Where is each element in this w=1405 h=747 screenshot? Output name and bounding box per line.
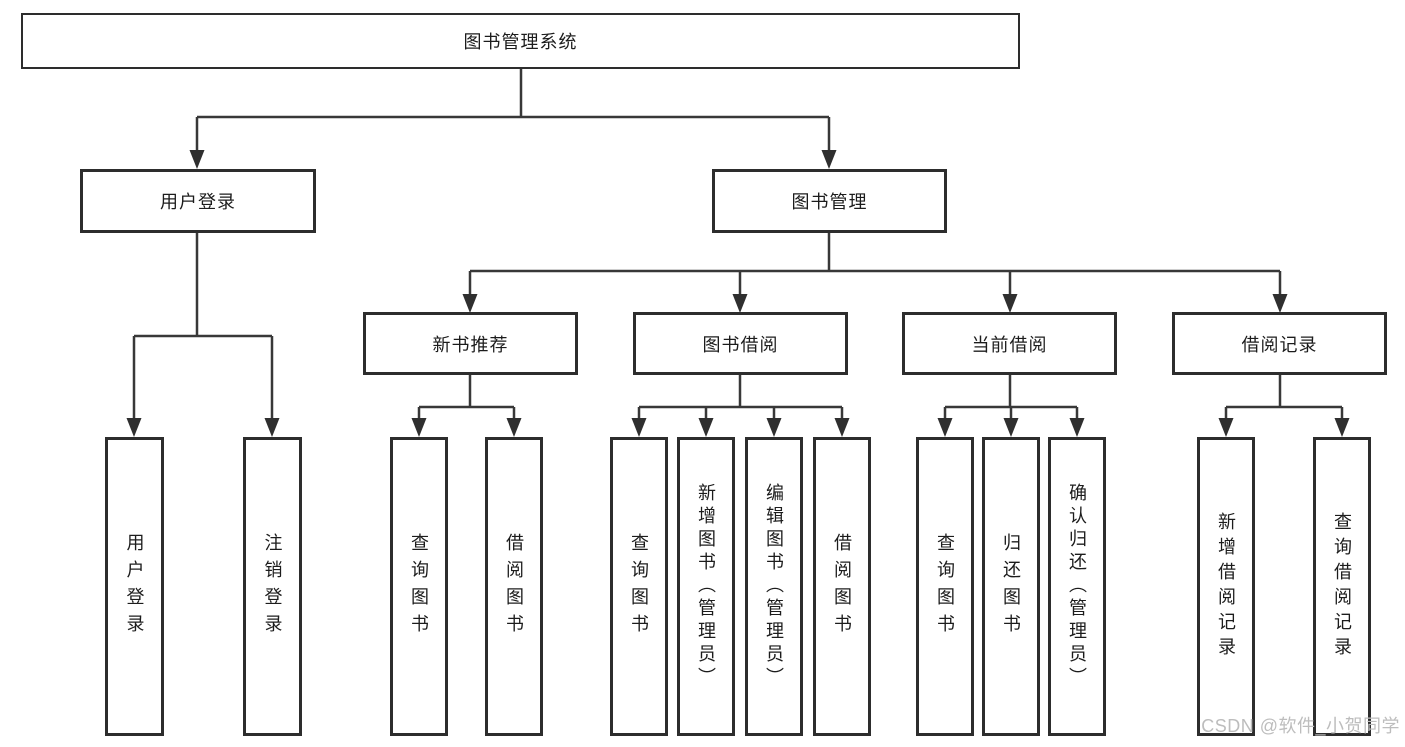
- leaf-return-book: 归还图书: [982, 437, 1040, 736]
- node-root-library-system: 图书管理系统: [21, 13, 1020, 69]
- leaf-borrow-books-recommend: 借阅图书: [485, 437, 543, 736]
- leaf-label: 查询图书: [629, 532, 649, 641]
- leaf-label: 借阅图书: [504, 532, 524, 641]
- leaf-label: 注销登录: [262, 532, 283, 641]
- node-new-book-recommend: 新书推荐: [363, 312, 578, 375]
- leaf-label: 用户登录: [124, 532, 145, 641]
- leaf-query-books-borrow: 查询图书: [610, 437, 668, 736]
- leaf-query-borrow-record: 查询借阅记录: [1313, 437, 1371, 736]
- leaf-query-books-recommend: 查询图书: [390, 437, 448, 736]
- node-borrow-records: 借阅记录: [1172, 312, 1387, 375]
- leaf-label: 借阅图书: [832, 532, 852, 641]
- node-user-login: 用户登录: [80, 169, 316, 233]
- leaf-label: 确认归还（管理员）: [1067, 483, 1087, 690]
- leaf-add-book-admin: 新增图书（管理员）: [677, 437, 735, 736]
- leaf-borrow-books: 借阅图书: [813, 437, 871, 736]
- leaf-label: 新增借阅记录: [1216, 511, 1236, 662]
- leaf-add-borrow-record: 新增借阅记录: [1197, 437, 1255, 736]
- leaf-label: 查询图书: [409, 532, 429, 641]
- leaf-label: 归还图书: [1001, 532, 1021, 641]
- leaf-label: 新增图书（管理员）: [696, 483, 716, 690]
- leaf-logout: 注销登录: [243, 437, 302, 736]
- leaf-label: 查询借阅记录: [1332, 511, 1352, 662]
- leaf-confirm-return-admin: 确认归还（管理员）: [1048, 437, 1106, 736]
- leaf-label: 查询图书: [935, 532, 955, 641]
- leaf-edit-book-admin: 编辑图书（管理员）: [745, 437, 803, 736]
- csdn-watermark: CSDN @软件_小贺同学: [1201, 716, 1400, 736]
- node-current-borrow: 当前借阅: [902, 312, 1117, 375]
- node-book-management: 图书管理: [712, 169, 947, 233]
- leaf-label: 编辑图书（管理员）: [764, 483, 784, 690]
- leaf-query-books-current: 查询图书: [916, 437, 974, 736]
- node-book-borrow: 图书借阅: [633, 312, 848, 375]
- leaf-user-login: 用户登录: [105, 437, 164, 736]
